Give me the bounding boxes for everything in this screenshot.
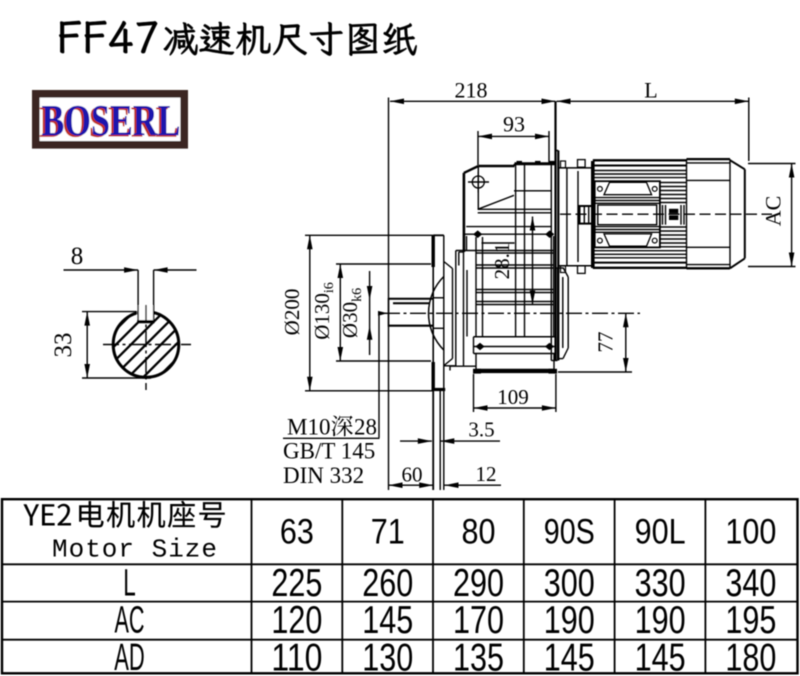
svg-text:190: 190 [635,599,686,642]
svg-text:260: 260 [362,562,413,605]
svg-text:L: L [644,78,657,103]
svg-text:AC: AC [115,600,145,642]
svg-text:12: 12 [476,462,497,486]
svg-text:BOSERL: BOSERL [39,97,178,146]
svg-text:28: 28 [354,415,377,440]
svg-text:93: 93 [503,112,525,137]
svg-text:340: 340 [725,562,776,605]
svg-text:77: 77 [594,332,618,353]
svg-text:300: 300 [544,562,595,605]
svg-text:110: 110 [271,636,322,676]
svg-text:Motor Size: Motor Size [52,535,218,565]
svg-text:130: 130 [362,636,413,676]
svg-text:145: 145 [635,636,686,676]
svg-text:60: 60 [402,463,423,487]
svg-text:Ø130i6: Ø130i6 [310,282,337,340]
svg-text:8: 8 [71,243,84,270]
svg-text:80: 80 [462,513,496,552]
svg-text:100: 100 [725,513,776,552]
svg-text:145: 145 [362,599,413,642]
svg-text:195: 195 [725,599,776,642]
svg-text:Ø30k6: Ø30k6 [338,288,365,338]
svg-text:BOSERL: BOSERL [42,96,181,145]
svg-text:90L: 90L [635,513,686,552]
svg-text:218: 218 [455,78,488,103]
svg-text:330: 330 [635,562,686,605]
svg-text:28.1: 28.1 [490,243,514,280]
svg-text:3.5: 3.5 [468,418,494,442]
svg-text:190: 190 [544,599,595,642]
svg-text:AD: AD [114,637,145,676]
svg-text:L: L [123,563,136,605]
svg-text:225: 225 [271,562,322,605]
svg-text:GB/T 145: GB/T 145 [283,439,375,464]
svg-text:290: 290 [453,562,504,605]
svg-text:DIN 332: DIN 332 [283,463,364,488]
svg-text:90S: 90S [544,513,595,552]
svg-text:71: 71 [371,513,405,552]
svg-text:AC: AC [761,196,786,227]
svg-text:109: 109 [497,385,529,409]
svg-text:63: 63 [280,513,314,552]
svg-text:120: 120 [271,599,322,642]
svg-text:170: 170 [453,599,504,642]
svg-text:135: 135 [453,636,504,676]
svg-text:M10: M10 [287,415,330,440]
svg-text:180: 180 [725,636,776,676]
svg-text:145: 145 [544,636,595,676]
svg-text:Ø200: Ø200 [280,289,304,336]
svg-text:33: 33 [50,333,77,358]
